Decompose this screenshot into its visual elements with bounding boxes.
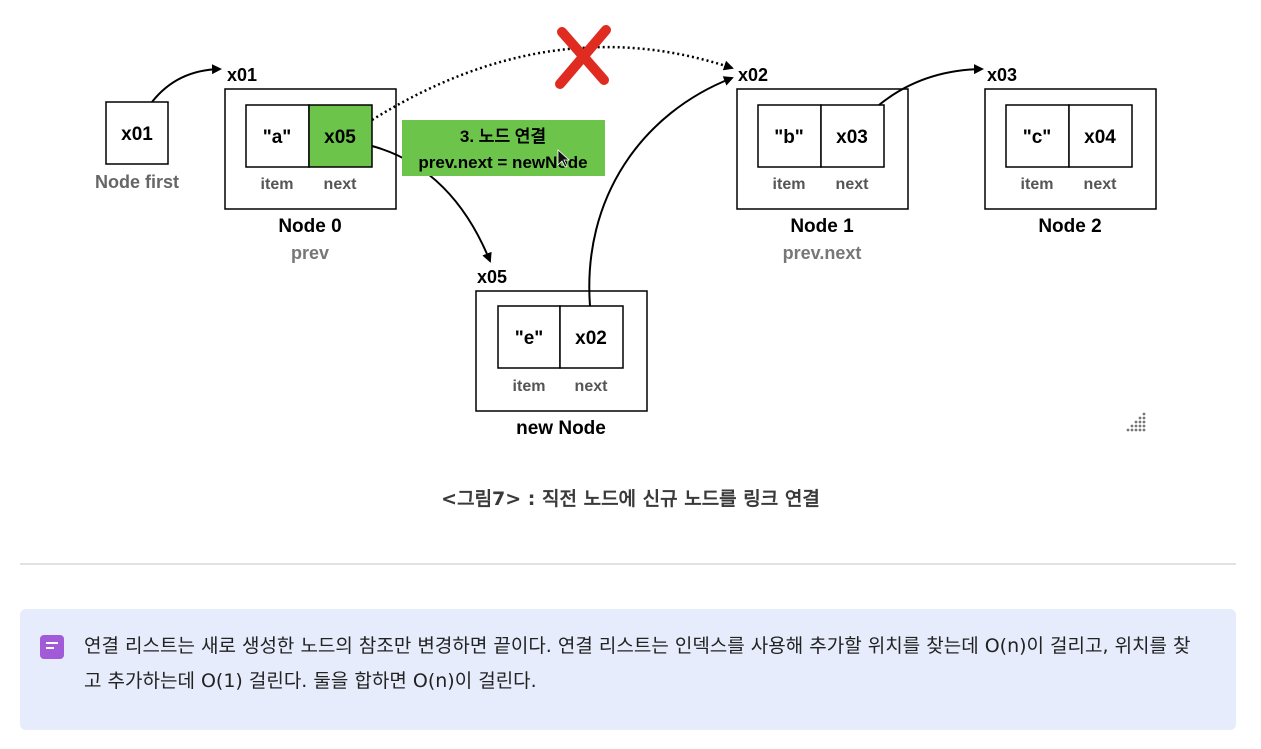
callout-text: 연결 리스트는 새로 생성한 노드의 참조만 변경하면 끝이다. 연결 리스트는…: [84, 635, 1191, 692]
node-2-item-cell: [1005, 104, 1070, 168]
node-1-next-value: x03: [836, 127, 868, 148]
node-1-next-label: next: [836, 176, 870, 193]
step-note-line1: 3. 노드 연결: [460, 127, 546, 146]
arrow-node1-to-node2: [878, 64, 984, 106]
new-node-item-label: item: [513, 378, 546, 395]
node-2-next-cell: [1068, 104, 1133, 168]
first-pointer-label: Node first: [95, 172, 179, 192]
node-2-item-label: item: [1021, 176, 1054, 193]
diagram-svg: x01 Node first x01 "a" x05 item next Nod…: [95, 25, 1157, 439]
new-node-name: new Node: [516, 418, 606, 439]
node-0-item-cell: [245, 104, 310, 168]
first-pointer-value: x01: [121, 124, 153, 145]
note-callout: 연결 리스트는 새로 생성한 노드의 참조만 변경하면 끝이다. 연결 리스트는…: [20, 609, 1236, 730]
step-note-box: [402, 120, 605, 176]
resize-handle-icon: [1126, 412, 1146, 432]
figure-caption: <그림7> : 직전 노드에 신규 노드를 링크 연결: [441, 488, 820, 510]
arrow-newnode-to-node1: [588, 76, 734, 307]
node-1-address: x02: [738, 65, 768, 85]
cursor-icon: [557, 149, 571, 168]
step-note-line2: prev.next = newNode: [418, 153, 587, 172]
node-1-role: prev.next: [783, 243, 862, 263]
linked-list-diagram: x01 Node first x01 "a" x05 item next Nod…: [82, 18, 1182, 464]
node-0-next-cell: [308, 104, 373, 168]
divider: [20, 563, 1236, 565]
node-0-item-value: "a": [263, 127, 292, 148]
node-1-item-cell: [757, 104, 822, 168]
new-node-next-cell: [559, 305, 624, 369]
new-node-next-value: x02: [575, 328, 607, 349]
arrow-old-link-dotted: [371, 45, 734, 122]
node-2-next-value: x04: [1084, 127, 1116, 148]
node-2-name: Node 2: [1038, 216, 1101, 237]
arrow-first-to-node0: [151, 64, 222, 103]
node-0-next-value: x05: [324, 127, 356, 148]
node-0-name: Node 0: [278, 216, 341, 237]
arrow-node0-to-newnode: [371, 145, 492, 263]
node-0-role: prev: [291, 243, 329, 263]
node-1-item-value: "b": [774, 127, 804, 148]
node-1-item-label: item: [773, 176, 806, 193]
note-icon: [40, 635, 64, 659]
new-node-address: x05: [477, 267, 507, 287]
node-2-address: x03: [987, 65, 1017, 85]
node-1-name: Node 1: [790, 216, 854, 237]
node-2-next-label: next: [1084, 176, 1118, 193]
node-2-item-value: "c": [1023, 127, 1052, 148]
cross-mark-icon: [555, 25, 611, 89]
node-0-address: x01: [227, 65, 257, 85]
new-node-item-cell: [497, 305, 561, 369]
node-0-next-label: next: [324, 176, 358, 193]
new-node-item-value: "e": [515, 328, 544, 349]
new-node-next-label: next: [575, 378, 609, 395]
first-pointer-box: [105, 101, 169, 165]
node-1-next-cell: [820, 104, 885, 168]
node-0-item-label: item: [261, 176, 294, 193]
